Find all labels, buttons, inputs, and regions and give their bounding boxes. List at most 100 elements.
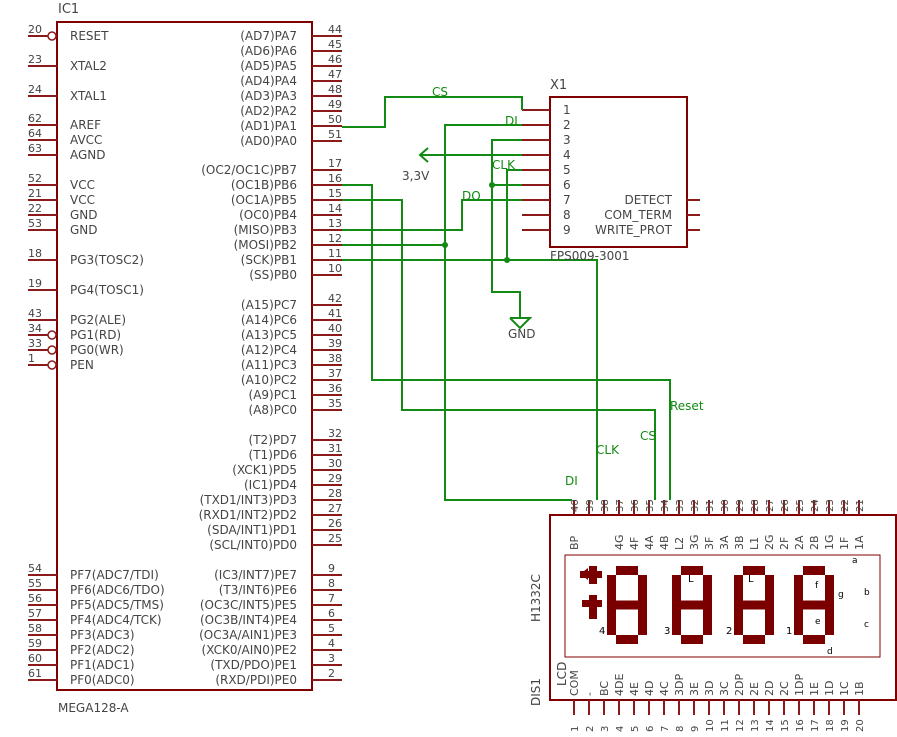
dis1-top-pin-number: 31	[705, 499, 716, 512]
x1-pin-number: 7	[563, 193, 571, 207]
ic1-right-pin-name: (AD1)PA1	[240, 119, 297, 133]
dis1-top-pin-number: 40	[570, 499, 581, 512]
ic1-right-pin-name: (AD6)PA6	[240, 44, 297, 58]
lcd-segment	[803, 635, 825, 644]
ic1-left-pin-number: 55	[28, 577, 42, 590]
ic1-left-pin-name: PF2(ADC2)	[70, 643, 135, 657]
dis1-bottom-pin-label: 2DP	[733, 674, 746, 696]
wire-clk-x1	[506, 169, 522, 260]
ic1-right-pin-name: (AD3)PA3	[240, 89, 297, 103]
x1-body	[549, 96, 688, 248]
dis1-top-pin-label: 4A	[643, 535, 656, 550]
lcd-segment	[638, 575, 647, 605]
dis1-top-pin-number: 22	[840, 499, 851, 512]
ic1-right-pin-name: (A9)PC1	[249, 388, 297, 402]
ic1-right-pin-number: 11	[328, 247, 342, 260]
ic1-left-pin-name: PF5(ADC5/TMS)	[70, 598, 164, 612]
x1-right-pin-label: WRITE_PROT	[595, 223, 673, 237]
net-label-di: DI	[505, 114, 518, 128]
dis1-bottom-pin-number: 4	[615, 726, 626, 732]
ic1-right-pin-name: (T3/INT6)PE6	[219, 583, 297, 597]
ic1-left-pin-number: 64	[28, 127, 42, 140]
lcd-segment	[794, 605, 803, 635]
wire-reset	[342, 184, 671, 500]
ic1-right-pin-name: (T1)PD6	[249, 448, 297, 462]
lcd-digit-mark: 3	[664, 626, 670, 637]
lcd-segment	[743, 600, 765, 610]
dis1-top-pin-number: 24	[810, 499, 821, 512]
lcd-seg-letter: f	[815, 581, 819, 591]
ic1-left-pin-name: AVCC	[70, 133, 102, 147]
net-label-reset: Reset	[670, 399, 704, 413]
ic1-left-pin-number: 19	[28, 277, 42, 290]
dis1-top-pin-number: 34	[660, 499, 671, 512]
dis1-top-pin-number: 27	[765, 499, 776, 512]
dis1-top-pin-number: 39	[585, 499, 596, 512]
dis1-top-pin-number: 25	[795, 499, 806, 512]
ic1-left-pin-name: AGND	[70, 148, 106, 162]
ic1-right-pin-name: (A12)PC4	[241, 343, 297, 357]
ic1-right-pin-number: 3	[328, 652, 335, 665]
ic1-right-pin-name: (OC3C/INT5)PE5	[200, 598, 297, 612]
ic1-right-pin-number: 10	[328, 262, 342, 275]
ic1-right-pin-number: 45	[328, 38, 342, 51]
lcd-segment	[825, 605, 834, 635]
x1-value: FPS009-3001	[550, 249, 630, 263]
lcd-segment	[672, 605, 681, 635]
dis1-top-pin-label: L2	[673, 537, 686, 550]
ic1-left-pin-name: PG1(RD)	[70, 328, 121, 342]
ic1-right-pin-name: (A11)PC3	[241, 358, 297, 372]
ic1-right-pin-name: (A14)PC6	[241, 313, 297, 327]
lcd-one-segment	[589, 566, 597, 584]
dis1-top-pin-label: 1A	[853, 535, 866, 550]
net-label-gnd: GND	[508, 327, 536, 341]
ic1-left-pin-number: 22	[28, 202, 42, 215]
dis1-top-pin-number: 21	[855, 499, 866, 512]
inverter-bubble	[47, 345, 57, 355]
ic1-right-pin-name: (OC1B)PB6	[231, 178, 297, 192]
ic1-right-pin-name: (RXD/PDI)PE0	[215, 673, 297, 687]
dis1-bottom-pin-label: 2D	[763, 681, 776, 696]
wire-do	[342, 199, 522, 231]
ic1-right-pin-number: 39	[328, 337, 342, 350]
x1-pin-number: 6	[563, 178, 571, 192]
lcd-seg-letter: e	[815, 617, 821, 627]
dis1-bottom-pin-label: 4C	[658, 681, 671, 696]
ic1-left-pin-number: 63	[28, 142, 42, 155]
ic1-left-pin-name: VCC	[70, 193, 95, 207]
ic1-right-pin-name: (A10)PC2	[241, 373, 297, 387]
dis1-top-pin-label: 3A	[718, 535, 731, 550]
ic1-right-pin-name: (TXD1/INT3)PD3	[200, 493, 297, 507]
ic1-left-pin-number: 53	[28, 217, 42, 230]
lcd-segment	[734, 605, 743, 635]
x1-pin-number: 5	[563, 163, 571, 177]
dis1-top-pin-number: 29	[735, 499, 746, 512]
junction-dot	[442, 242, 448, 248]
lcd-segment	[681, 600, 703, 610]
ic1-right-pin-number: 12	[328, 232, 342, 245]
dis1-top-pin-label: 3G	[688, 534, 701, 550]
ic1-right-pin-name: (OC3B/INT4)PE4	[200, 613, 297, 627]
ic1-left-pin-number: 24	[28, 83, 42, 96]
ic1-right-pin-number: 9	[328, 562, 335, 575]
dis1-top-pin-label: 4B	[658, 535, 671, 550]
ic1-right-pin-number: 5	[328, 622, 335, 635]
lcd-seg-letter: g	[838, 590, 844, 600]
dis1-bottom-pin-number: 17	[810, 719, 821, 732]
dis1-top-pin-label: L1	[748, 537, 761, 550]
lcd-segment	[616, 566, 638, 575]
ic1-left-pin-number: 62	[28, 112, 42, 125]
ic1-right-pin-name: (OC1A)PB5	[231, 193, 297, 207]
net-label-lcd-di: DI	[565, 474, 578, 488]
ic1-left-pin-name: RESET	[70, 29, 109, 43]
ic1-right-pin-number: 38	[328, 352, 342, 365]
ic1-right-pin-number: 16	[328, 172, 342, 185]
ic1-left-pin-name: XTAL2	[70, 59, 107, 73]
ic1-left-pin-number: 21	[28, 187, 42, 200]
dis1-bottom-pin-label: 2E	[748, 682, 761, 696]
net-label-lcd-cs: CS	[640, 429, 656, 443]
ic1-right-pin-number: 28	[328, 487, 342, 500]
ic1-right-pin-number: 47	[328, 68, 342, 81]
